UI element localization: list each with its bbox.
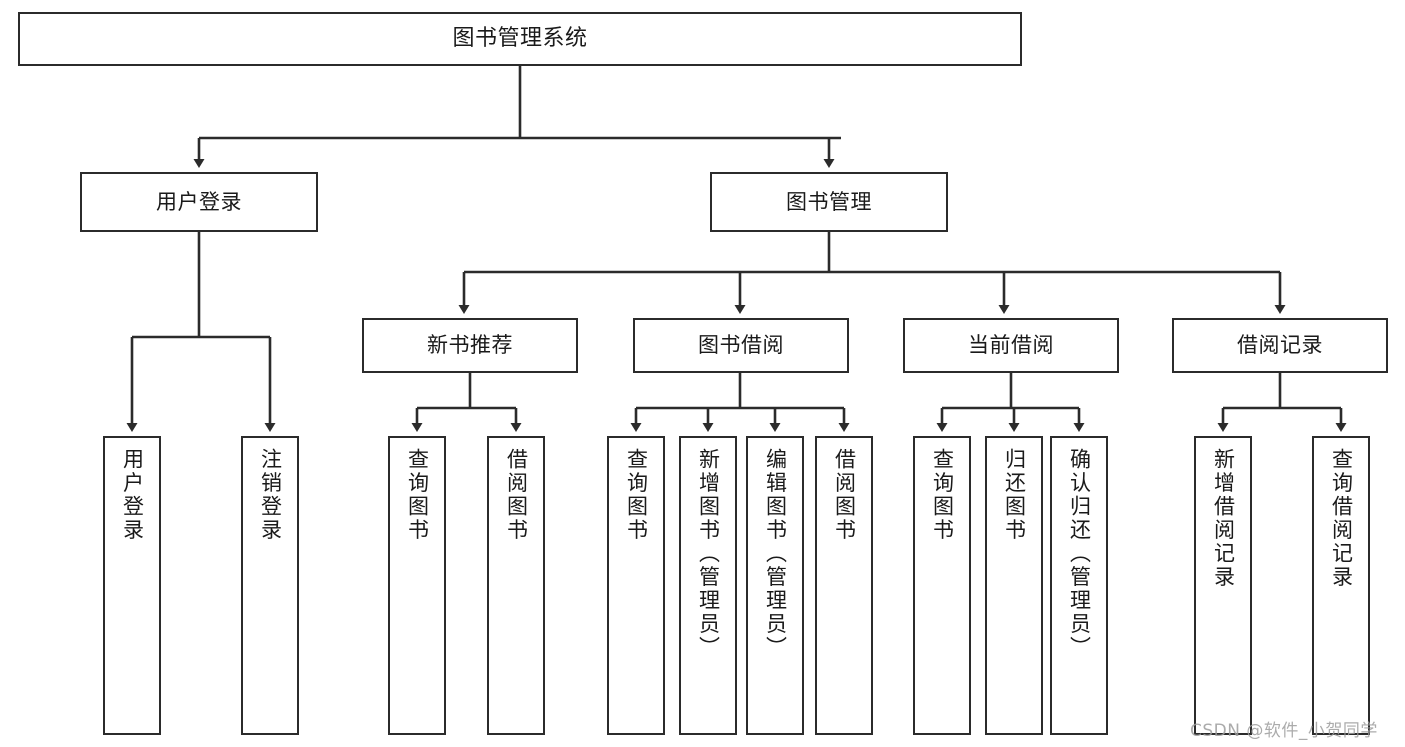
- node-leaf-current-query[interactable]: 查询图书: [913, 436, 971, 735]
- node-leaf-current-confirm[interactable]: 确认归还（管理员）: [1050, 436, 1108, 735]
- node-borrow-record-label: 借阅记录: [1237, 333, 1323, 358]
- node-leaf-record-add-label: 新增借阅记录: [1211, 448, 1236, 589]
- node-new-book-recommend-label: 新书推荐: [427, 333, 513, 358]
- node-leaf-newbook-query[interactable]: 查询图书: [388, 436, 446, 735]
- node-leaf-borrow-add-label: 新增图书（管理员）: [696, 448, 721, 660]
- node-leaf-logout-label: 注销登录: [258, 448, 283, 542]
- node-leaf-borrow-add[interactable]: 新增图书（管理员）: [679, 436, 737, 735]
- node-leaf-borrow-edit[interactable]: 编辑图书（管理员）: [746, 436, 804, 735]
- node-leaf-record-query[interactable]: 查询借阅记录: [1312, 436, 1370, 735]
- node-leaf-borrow-query[interactable]: 查询图书: [607, 436, 665, 735]
- node-leaf-newbook-borrow[interactable]: 借阅图书: [487, 436, 545, 735]
- node-leaf-newbook-query-label: 查询图书: [405, 448, 430, 542]
- node-root-system-label: 图书管理系统: [452, 26, 588, 52]
- node-leaf-borrow-edit-label: 编辑图书（管理员）: [763, 448, 788, 660]
- node-leaf-record-add[interactable]: 新增借阅记录: [1194, 436, 1252, 735]
- node-new-book-recommend[interactable]: 新书推荐: [362, 318, 578, 373]
- node-leaf-current-query-label: 查询图书: [930, 448, 955, 542]
- node-leaf-current-return[interactable]: 归还图书: [985, 436, 1043, 735]
- node-borrow-record[interactable]: 借阅记录: [1172, 318, 1388, 373]
- node-user-login[interactable]: 用户登录: [80, 172, 318, 232]
- node-leaf-record-query-label: 查询借阅记录: [1329, 448, 1354, 589]
- node-leaf-user-login-label: 用户登录: [120, 448, 145, 542]
- node-book-borrow[interactable]: 图书借阅: [633, 318, 849, 373]
- node-leaf-logout[interactable]: 注销登录: [241, 436, 299, 735]
- node-root-system[interactable]: 图书管理系统: [18, 12, 1022, 66]
- node-book-management[interactable]: 图书管理: [710, 172, 948, 232]
- csdn-watermark: CSDN @软件_小贺同学: [1190, 721, 1378, 741]
- node-leaf-current-confirm-label: 确认归还（管理员）: [1067, 448, 1092, 660]
- node-leaf-user-login[interactable]: 用户登录: [103, 436, 161, 735]
- node-book-borrow-label: 图书借阅: [698, 333, 784, 358]
- node-leaf-newbook-borrow-label: 借阅图书: [504, 448, 529, 542]
- node-leaf-borrow-book[interactable]: 借阅图书: [815, 436, 873, 735]
- node-book-management-label: 图书管理: [786, 189, 872, 214]
- node-user-login-label: 用户登录: [156, 189, 242, 214]
- node-leaf-current-return-label: 归还图书: [1002, 448, 1027, 542]
- node-leaf-borrow-book-label: 借阅图书: [832, 448, 857, 542]
- node-current-borrow-label: 当前借阅: [968, 333, 1054, 358]
- node-current-borrow[interactable]: 当前借阅: [903, 318, 1119, 373]
- node-leaf-borrow-query-label: 查询图书: [624, 448, 649, 542]
